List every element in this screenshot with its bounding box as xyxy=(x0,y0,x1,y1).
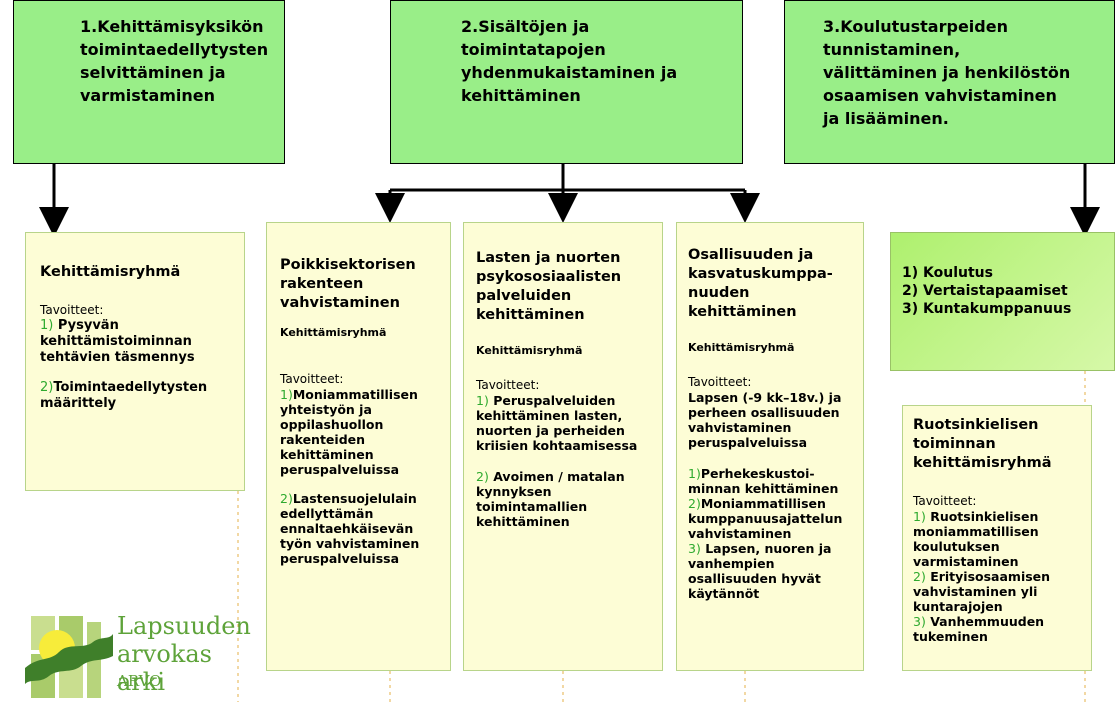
goal-number: 1) xyxy=(280,387,293,402)
goal-number: 3) xyxy=(913,614,926,629)
top-box-2-line: yhdenmukaistaminen ja xyxy=(461,63,678,82)
goal-1: 1)Perhekeskustoi-minnan kehittäminen xyxy=(688,466,855,496)
top-box-3-line: välittäminen ja henkilöstön xyxy=(823,63,1071,82)
box-title: Osallisuuden ja kasvatuskumppa-nuuden ke… xyxy=(688,247,833,320)
koulutus-item: 1) Koulutus xyxy=(902,265,993,281)
goal-number: 2) xyxy=(280,491,293,506)
goal-2: 2) Erityisosaamisen vahvistaminen yli ku… xyxy=(913,569,1085,614)
top-box-1-line: varmistaminen xyxy=(80,86,216,105)
goal-text: Peruspalveluiden kehittäminen lasten, nu… xyxy=(476,393,638,453)
top-box-1-line: selvittäminen ja xyxy=(80,63,226,82)
logo-line-1: Lapsuuden xyxy=(117,612,251,640)
logo-line-3: ARVO xyxy=(117,672,162,690)
box-title: Lasten ja nuorten psykososiaalisten palv… xyxy=(476,250,622,323)
box-osallisuuden: Osallisuuden ja kasvatuskumppa-nuuden ke… xyxy=(676,222,864,671)
top-box-1-line: 1.Kehittämisyksikön xyxy=(80,17,264,36)
top-box-3: 3.Koulutustarpeiden tunnistaminen, välit… xyxy=(784,0,1115,164)
goal-text: Lastensuojelulain edellyttämän ennaltaeh… xyxy=(280,491,420,566)
goal-number: 1) xyxy=(40,318,54,333)
box-poikkisektorisen: Poikkisektorisen rakenteen vahvistaminen… xyxy=(266,222,451,671)
goals-label: Tavoitteet: xyxy=(913,494,977,508)
top-box-3-line: ja lisääminen. xyxy=(823,109,949,128)
goal-3: 3) Lapsen, nuoren ja vanhempien osallisu… xyxy=(688,541,855,601)
goal-text: Moniammatillisen kumppanuusajattelun vah… xyxy=(688,496,843,541)
goal-number: 1) xyxy=(476,393,489,408)
top-box-3-line: osaamisen vahvistaminen xyxy=(823,86,1057,105)
kuntakumppanuus-item: 3) Kuntakumppanuus xyxy=(902,301,1072,317)
goal-text: Ruotsinkielisen moniammatillisen koulutu… xyxy=(913,509,1039,569)
vertaistapaamiset-item: 2) Vertaistapaamiset xyxy=(902,283,1068,299)
goal-number: 2) xyxy=(40,380,54,395)
goal-3: 3) Vanhemmuuden tukeminen xyxy=(913,614,1085,644)
goal-1: 1) Peruspalveluiden kehittäminen lasten,… xyxy=(476,393,654,453)
goal-number: 2) xyxy=(688,496,701,511)
goal-number: 2) xyxy=(913,569,926,584)
goal-text: Avoimen / matalan kynnyksen toimintamall… xyxy=(476,469,625,529)
goals-label: Tavoitteet: xyxy=(280,372,344,386)
goal-text: Toimintaedellytysten määrittely xyxy=(40,380,208,411)
box-ruotsinkielisen: Ruotsinkielisen toiminnan kehittämisryhm… xyxy=(902,405,1092,671)
box-title: Kehittämisryhmä xyxy=(40,264,181,280)
top-box-2: 2.Sisältöjen ja toimintatapojen yhdenmuk… xyxy=(390,0,743,164)
goal-number: 1) xyxy=(913,509,926,524)
box-lasten: Lasten ja nuorten psykososiaalisten palv… xyxy=(463,222,663,671)
logo-mark-icon xyxy=(25,616,113,698)
goal-2: 2)Moniammatillisen kumppanuusajattelun v… xyxy=(688,496,855,541)
goals-label: Tavoitteet: xyxy=(476,378,540,392)
box-subtitle: Kehittämisryhmä xyxy=(280,326,387,339)
arvo-logo: Lapsuuden arvokas arki ARVO xyxy=(25,612,251,702)
goal-text: Lapsen, nuoren ja vanhempien osallisuude… xyxy=(688,541,832,601)
goal-number: 1) xyxy=(688,466,701,481)
goal-1: 1) Pysyvän kehittämistoiminnan tehtävien… xyxy=(40,318,236,366)
box-kehittamisryhma: Kehittämisryhmä Tavoitteet: 1) Pysyvän k… xyxy=(25,232,245,491)
goal-2: 2)Toimintaedellytysten määrittely xyxy=(40,380,236,412)
logo-line-2: arvokas arki xyxy=(117,640,212,696)
goal-text: Erityisosaamisen vahvistaminen yli kunta… xyxy=(913,569,1051,614)
goals-label: Tavoitteet: xyxy=(688,375,752,389)
goal-1: 1) Ruotsinkielisen moniammatillisen koul… xyxy=(913,509,1085,569)
top-box-1: 1.Kehittämisyksikön toimintaedellytysten… xyxy=(13,0,285,164)
goal-number: 2) xyxy=(476,469,489,484)
box-subtitle: Kehittämisryhmä xyxy=(688,341,795,354)
goal-text: Perhekeskustoi-minnan kehittäminen xyxy=(688,466,839,496)
goal-1: 1)Moniammatillisen yhteistyön ja oppilas… xyxy=(280,387,442,477)
top-box-3-line: tunnistaminen, xyxy=(823,40,961,59)
box-koulutus: 1) Koulutus 2) Vertaistapaamiset 3) Kunt… xyxy=(890,232,1115,371)
box-title: Ruotsinkielisen toiminnan kehittämisryhm… xyxy=(913,417,1052,471)
box-title: Poikkisektorisen rakenteen vahvistaminen xyxy=(280,257,416,311)
goals-intro: Lapsen (-9 kk–18v.) ja perheen osallisuu… xyxy=(688,390,842,450)
goal-number: 3) xyxy=(688,541,701,556)
top-box-1-line: toimintaedellytysten xyxy=(80,40,269,59)
box-subtitle: Kehittämisryhmä xyxy=(476,344,583,357)
top-box-3-line: 3.Koulutustarpeiden xyxy=(823,17,1008,36)
goal-2: 2) Avoimen / matalan kynnyksen toimintam… xyxy=(476,469,654,529)
top-box-2-line: 2.Sisältöjen ja xyxy=(461,17,590,36)
goals-label: Tavoitteet: xyxy=(40,303,104,317)
goal-2: 2)Lastensuojelulain edellyttämän ennalta… xyxy=(280,491,442,566)
goal-text: Vanhemmuuden tukeminen xyxy=(913,614,1045,644)
top-box-2-line: kehittäminen xyxy=(461,86,581,105)
goal-text: Pysyvän kehittämistoiminnan tehtävien tä… xyxy=(40,318,195,365)
goal-text: Moniammatillisen yhteistyön ja oppilashu… xyxy=(280,387,418,477)
top-box-2-line: toimintatapojen xyxy=(461,40,606,59)
